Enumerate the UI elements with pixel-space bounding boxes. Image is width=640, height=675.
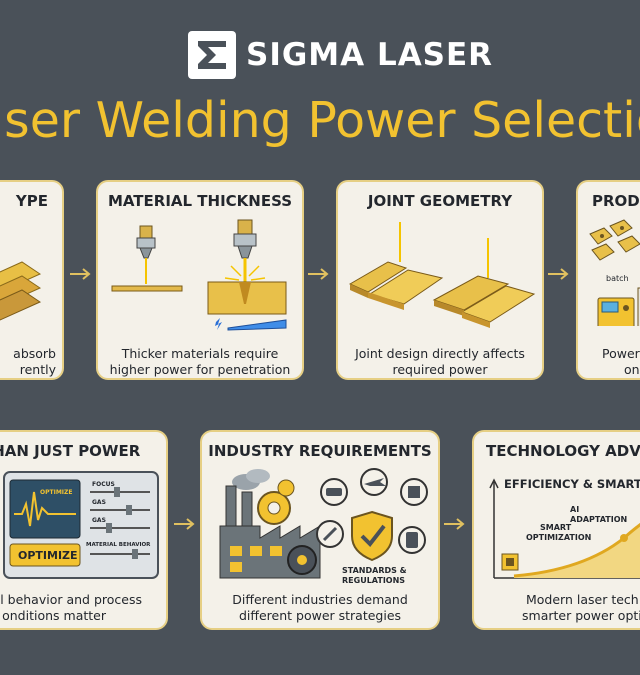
- card-caption: l behavior and process onditions matter: [0, 592, 142, 623]
- svg-text:OPTIMIZATION: OPTIMIZATION: [526, 533, 591, 542]
- card-caption: Thicker materials require higher power f…: [109, 346, 291, 377]
- svg-text:OPTIMIZE: OPTIMIZE: [40, 489, 72, 496]
- factory-industries-icon: [219, 468, 428, 579]
- card-production: PRODU batch Power on p: [576, 180, 640, 380]
- arrow-right-icon: [308, 268, 329, 280]
- svg-text:batch: batch: [606, 274, 629, 283]
- laser-thickness-icon: [111, 219, 287, 331]
- arrow-right-icon: [548, 268, 569, 280]
- card-caption: absorb rently: [13, 346, 56, 377]
- svg-text:REGULATIONS: REGULATIONS: [342, 576, 405, 585]
- card-more-than-power: THAN JUST POWER OPTIMIZE FOCUS GAS GAS M…: [0, 430, 168, 630]
- card-caption: Power on p: [602, 346, 640, 377]
- arrow-right-icon: [174, 518, 195, 530]
- brand-logo: SIGMA LASER: [188, 30, 493, 80]
- optimize-button: OPTIMIZE: [18, 549, 78, 562]
- joint-plates-icon: [348, 222, 536, 328]
- page-title: aser Welding Power Selectio: [0, 92, 640, 149]
- svg-text:AI: AI: [570, 505, 579, 514]
- standards-label: STANDARDS & REGULATIONS: [342, 566, 407, 585]
- card-title: INDUSTRY REQUIREMENTS: [208, 442, 432, 460]
- card-title: THAN JUST POWER: [0, 442, 141, 460]
- card-technology: TECHNOLOGY ADVAN EFFICIENCY & SMARTS AI …: [472, 430, 640, 630]
- card-caption: Modern laser tech e smarter power optim: [522, 592, 640, 623]
- arrow-right-icon: [70, 268, 91, 280]
- slider-labels: OPTIMIZE FOCUS GAS GAS MATERIAL BEHAVIOR…: [18, 481, 151, 562]
- card-industry-requirements: INDUSTRY REQUIREMENTS STANDARDS &: [200, 430, 440, 630]
- growth-curve-icon: [489, 478, 640, 579]
- sigma-logo-icon: [188, 31, 236, 79]
- svg-text:STANDARDS &: STANDARDS &: [342, 566, 407, 575]
- arrow-right-icon: [444, 518, 465, 530]
- svg-text:ADAPTATION: ADAPTATION: [570, 515, 627, 524]
- card-joint-geometry: JOINT GEOMETRY Joint design directly aff…: [336, 180, 544, 380]
- svg-text:MATERIAL BEHAVIOR: MATERIAL BEHAVIOR: [86, 542, 151, 548]
- card-material-thickness: MATERIAL THICKNESS Thicker materials req…: [96, 180, 304, 380]
- svg-text:GAS: GAS: [92, 499, 106, 506]
- svg-text:FOCUS: FOCUS: [92, 481, 115, 488]
- card-title: MATERIAL THICKNESS: [107, 192, 293, 210]
- batch-label: batch: [606, 274, 629, 283]
- slider-group: [90, 487, 150, 559]
- technology-subtitle: EFFICIENCY & SMARTS: [504, 477, 640, 491]
- card-material-type: YPE absorb rently: [0, 180, 64, 380]
- brand-name: SIGMA LASER: [246, 37, 494, 73]
- control-panel-icon: [3, 471, 159, 579]
- card-caption: Joint design directly affects required p…: [355, 346, 525, 377]
- technology-labels: AI ADAPTATION SMART OPTIMIZATION: [526, 505, 627, 542]
- batch-parts-icon: [589, 219, 640, 326]
- card-title: JOINT GEOMETRY: [367, 192, 513, 210]
- svg-text:GAS: GAS: [92, 517, 106, 524]
- material-layers-icon: [0, 261, 42, 321]
- card-caption: Different industries demand different po…: [232, 592, 408, 623]
- card-title: YPE: [15, 192, 48, 210]
- svg-text:SMART: SMART: [540, 523, 572, 532]
- card-title: PRODU: [592, 192, 640, 210]
- card-title: TECHNOLOGY ADVAN: [486, 442, 640, 460]
